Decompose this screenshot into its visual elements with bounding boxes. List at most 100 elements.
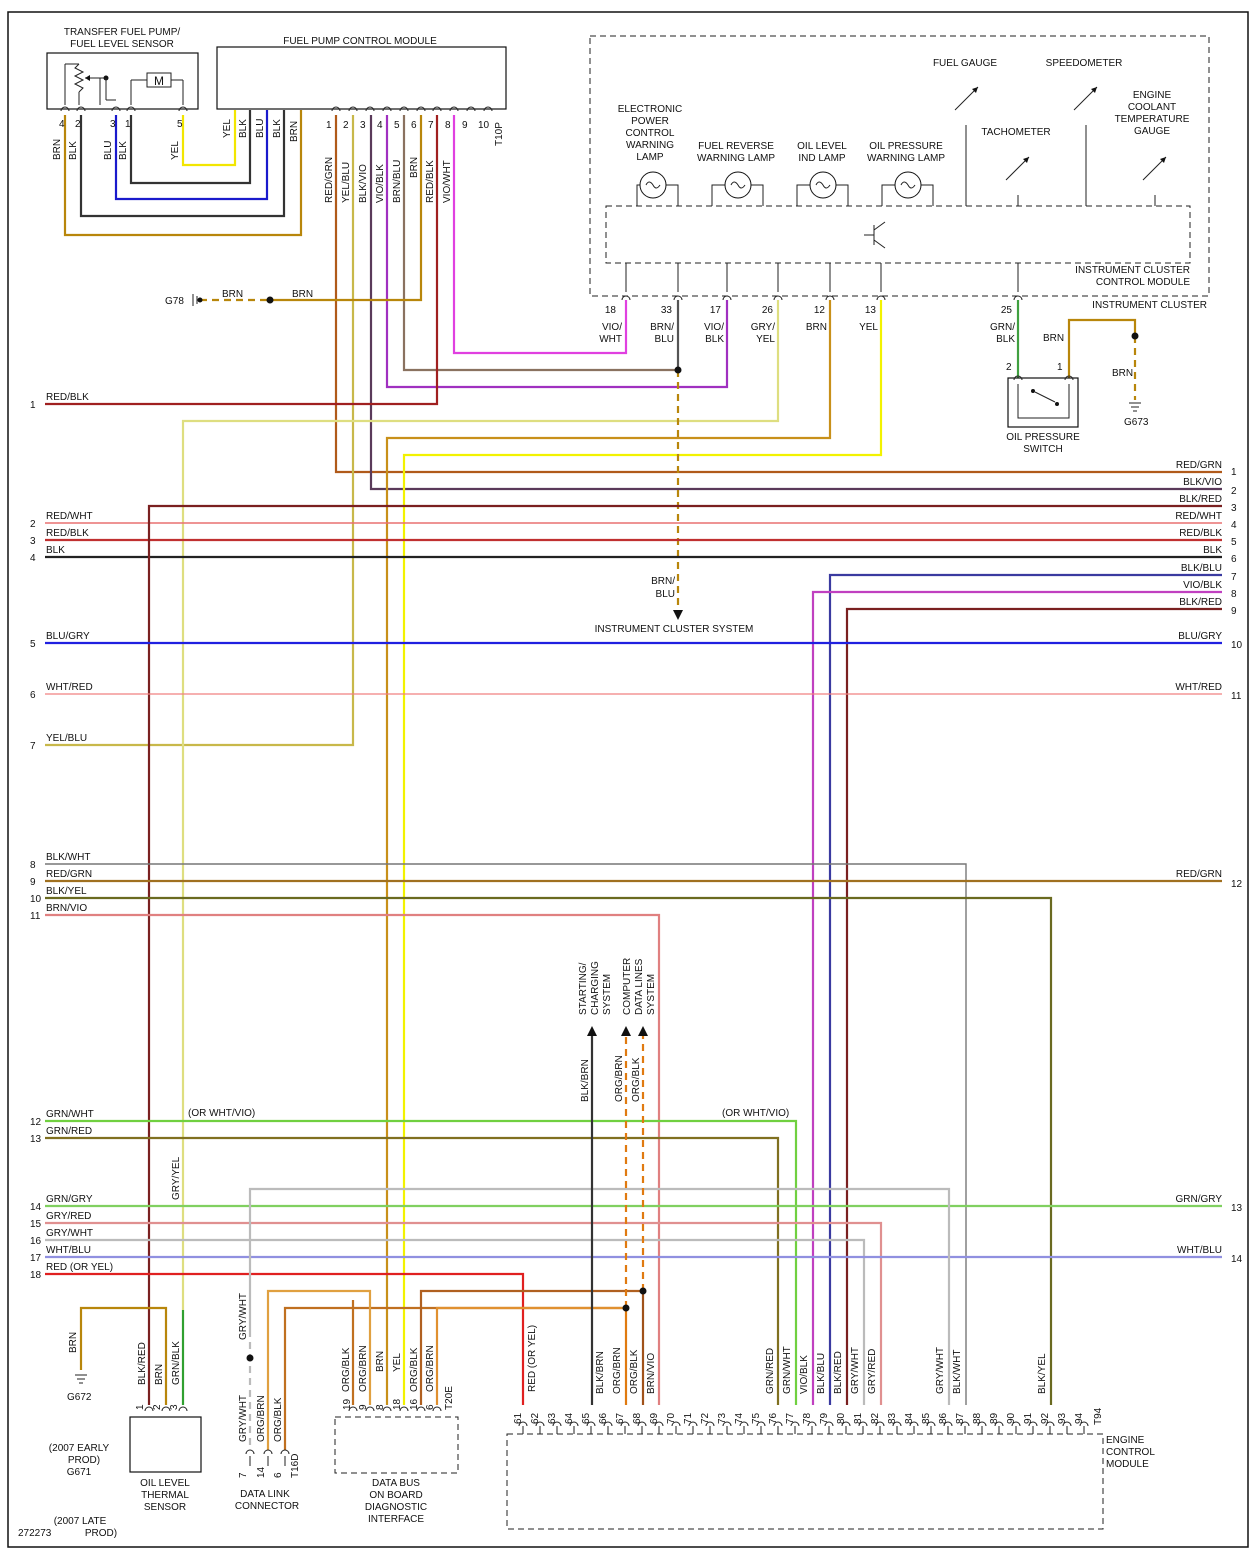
left-line-number: 8 — [30, 860, 36, 871]
right-line-label: BLK/BLU — [1181, 563, 1222, 574]
ecm-pin-number: 90 — [1006, 1412, 1017, 1424]
ecm-wire-label: GRY/RED — [867, 1349, 878, 1394]
ecm-pin-cup — [807, 1421, 817, 1427]
lamp1-l5: LAMP — [636, 152, 664, 163]
wiper-arrow-icon — [85, 75, 90, 81]
fpcm-inner-blk-2: BLK — [272, 119, 283, 138]
ground-icon — [75, 1374, 87, 1384]
starting-l2: CHARGING — [590, 961, 601, 1015]
dlc-wire-3: ORG/BLK — [273, 1397, 284, 1442]
oilsw-pin-2: 2 — [1006, 362, 1012, 373]
left-line-label: RED (OR YEL) — [46, 1262, 113, 1273]
note-early-2: PROD) — [68, 1455, 100, 1466]
diagram-border — [7, 11, 1249, 1548]
data-bus-obd-interface: 19 9 8 18 16 6 T20E ORG/BLK ORG/BRN BRN … — [334, 1345, 459, 1525]
ecm-wire-label: GRN/RED — [765, 1348, 776, 1394]
pump-pin-4: 4 — [59, 119, 65, 130]
ecm-pin-number: 70 — [666, 1412, 677, 1424]
dlc-conn: T16D — [290, 1454, 301, 1478]
ecm-pin-cup — [875, 1421, 885, 1427]
wire-brn-fpcm — [270, 115, 423, 302]
wire-brn-oilsw — [1067, 318, 1137, 378]
ecm-pin-cup — [620, 1421, 630, 1427]
pump-wire-blu: BLU — [103, 141, 114, 160]
lamp-icon — [636, 171, 679, 206]
fpcm-wire-6: BRN — [409, 157, 420, 178]
ecm-pin-number: 92 — [1040, 1412, 1051, 1424]
left-line-number: 6 — [30, 690, 36, 701]
ecm-pin-cup — [1028, 1421, 1038, 1427]
right-line-label: BLK — [1203, 545, 1222, 556]
right-line-labels: RED/GRN1BLK/VIO2BLK/RED3RED/WHT4RED/BLK5… — [1175, 460, 1242, 1265]
fpcm-pin-3: 3 — [360, 120, 366, 131]
obd-wire-19: ORG/BLK — [341, 1347, 352, 1392]
right-line-label: GRN/GRY — [1176, 1194, 1223, 1205]
obd-title-2: ON BOARD — [369, 1490, 422, 1501]
obd-pin-9: 9 — [358, 1404, 369, 1410]
cluster-pin-25-c1: GRN/ — [990, 322, 1015, 333]
left-line-label: GRN/GRY — [46, 1194, 93, 1205]
arrows — [587, 610, 683, 1036]
cluster-pin-17-c1: VIO/ — [704, 322, 724, 333]
left-line-number: 17 — [30, 1253, 42, 1264]
dlc-pin-14: 14 — [256, 1466, 267, 1478]
ecm-wire-label: ORG/BRN — [612, 1347, 623, 1394]
fpcm-pin-5: 5 — [394, 120, 400, 131]
ecm-pin-number: 78 — [802, 1412, 813, 1424]
right-line-label: VIO/BLK — [1183, 580, 1222, 591]
dlc-wire-1: GRY/WHT — [238, 1395, 249, 1442]
cluster-pin-12-c1: BRN — [806, 322, 827, 333]
right-line-number: 10 — [1231, 640, 1243, 651]
ecm-pin-number: 71 — [683, 1412, 694, 1424]
ecm-pin-cup — [909, 1421, 919, 1427]
left-line-number: 2 — [30, 519, 36, 530]
ecm-pin-number: 67 — [615, 1412, 626, 1424]
lamp1-l1: ELECTRONIC — [618, 104, 682, 115]
right-line-label: BLK/RED — [1179, 597, 1222, 608]
right-line-label: BLK/RED — [1179, 494, 1222, 505]
ecm-pin-number: 72 — [700, 1412, 711, 1424]
ecm-wire-label: BLK/WHT — [952, 1350, 963, 1394]
cluster-pin-17: 17 — [710, 305, 722, 316]
junction-dot — [1131, 332, 1139, 340]
ecm-pin-number: 73 — [717, 1412, 728, 1424]
ecm-pin-number: 68 — [632, 1412, 643, 1424]
arrow-starting — [587, 1026, 597, 1036]
wire-blk-brn-label: BLK/BRN — [580, 1059, 591, 1102]
ecm-pin-number: 75 — [751, 1412, 762, 1424]
obd-conn: T20E — [444, 1386, 455, 1410]
ecm-pin-cup — [1011, 1421, 1021, 1427]
right-line-number: 2 — [1231, 486, 1237, 497]
wire-org-brn-label: ORG/BRN — [614, 1055, 625, 1102]
wire-org-blk-label: ORG/BLK — [631, 1057, 642, 1102]
wire-vio-blk-right8 — [811, 590, 1222, 1405]
right-line-number: 13 — [1231, 1203, 1243, 1214]
cluster-pin-13-c1: YEL — [859, 322, 878, 333]
cluster-module-2: CONTROL MODULE — [1096, 277, 1190, 288]
fpcm-inner-blu: BLU — [255, 119, 266, 138]
left-line-label: GRY/WHT — [46, 1228, 93, 1239]
cluster-pin-25: 25 — [1001, 305, 1013, 316]
obd-title-1: DATA BUS — [372, 1478, 420, 1489]
right-line-number: 5 — [1231, 537, 1237, 548]
obd-wire-6: ORG/BRN — [425, 1345, 436, 1392]
resistor-icon — [73, 63, 85, 93]
fpcm-pin-8: 8 — [445, 120, 451, 131]
fpcm-title: FUEL PUMP CONTROL MODULE — [283, 36, 437, 47]
ic-system-wire-1: BRN/ — [651, 576, 675, 587]
ecm-wire-label: VIO/BLK — [799, 1355, 810, 1394]
left-line-number: 1 — [30, 400, 36, 411]
wire-vio-blk-fpcm — [385, 115, 729, 389]
wire-red-18 — [45, 1272, 525, 1405]
lamp1-l2: POWER — [631, 116, 669, 127]
pump-wire-blk-2: BLK — [118, 141, 129, 160]
left-line-number: 7 — [30, 741, 36, 752]
sensor-wire-1: BLK/RED — [137, 1342, 148, 1385]
obd-wire-9: ORG/BRN — [358, 1345, 369, 1392]
fpcm-wire-7: RED/BLK — [425, 160, 436, 203]
lamp4-l2: WARNING LAMP — [867, 153, 945, 164]
fpcm-wire-8: VIO/WHT — [442, 160, 453, 203]
ecm-pin-cup — [858, 1421, 868, 1427]
wire-org-blk-obd — [419, 1289, 643, 1405]
